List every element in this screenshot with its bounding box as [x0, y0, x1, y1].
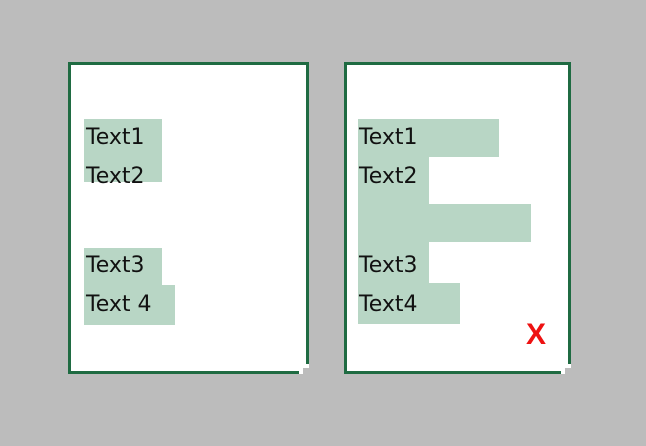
text-line-2: Text2	[359, 164, 418, 189]
highlight-row-4	[358, 242, 429, 283]
text-line-4: Text 4	[86, 292, 152, 317]
highlight-row-3	[358, 204, 531, 242]
highlight-row-1	[358, 119, 499, 157]
highlight-block-left-upper	[84, 119, 162, 182]
text-line-3: Text3	[359, 253, 418, 278]
text-line-1: Text1	[359, 125, 418, 150]
document-panel-left[interactable]: Text1 Text2 Text3 Text 4	[68, 62, 312, 377]
text-line-1: Text1	[86, 125, 145, 150]
corner-notch-left	[299, 364, 312, 377]
red-x-annotation: X	[526, 318, 547, 351]
document-panel-right[interactable]: Text1 Text2 Text3 Text4	[344, 62, 574, 377]
highlight-block-left-lower	[84, 248, 162, 285]
highlight-row-5	[358, 283, 460, 324]
highlight-block-left-lower-extended	[84, 285, 175, 325]
text-line-2: Text2	[86, 164, 145, 189]
text-line-3: Text3	[86, 253, 145, 278]
highlight-row-2	[358, 157, 429, 204]
text-line-4: Text4	[359, 292, 418, 317]
corner-notch-right	[561, 364, 574, 377]
